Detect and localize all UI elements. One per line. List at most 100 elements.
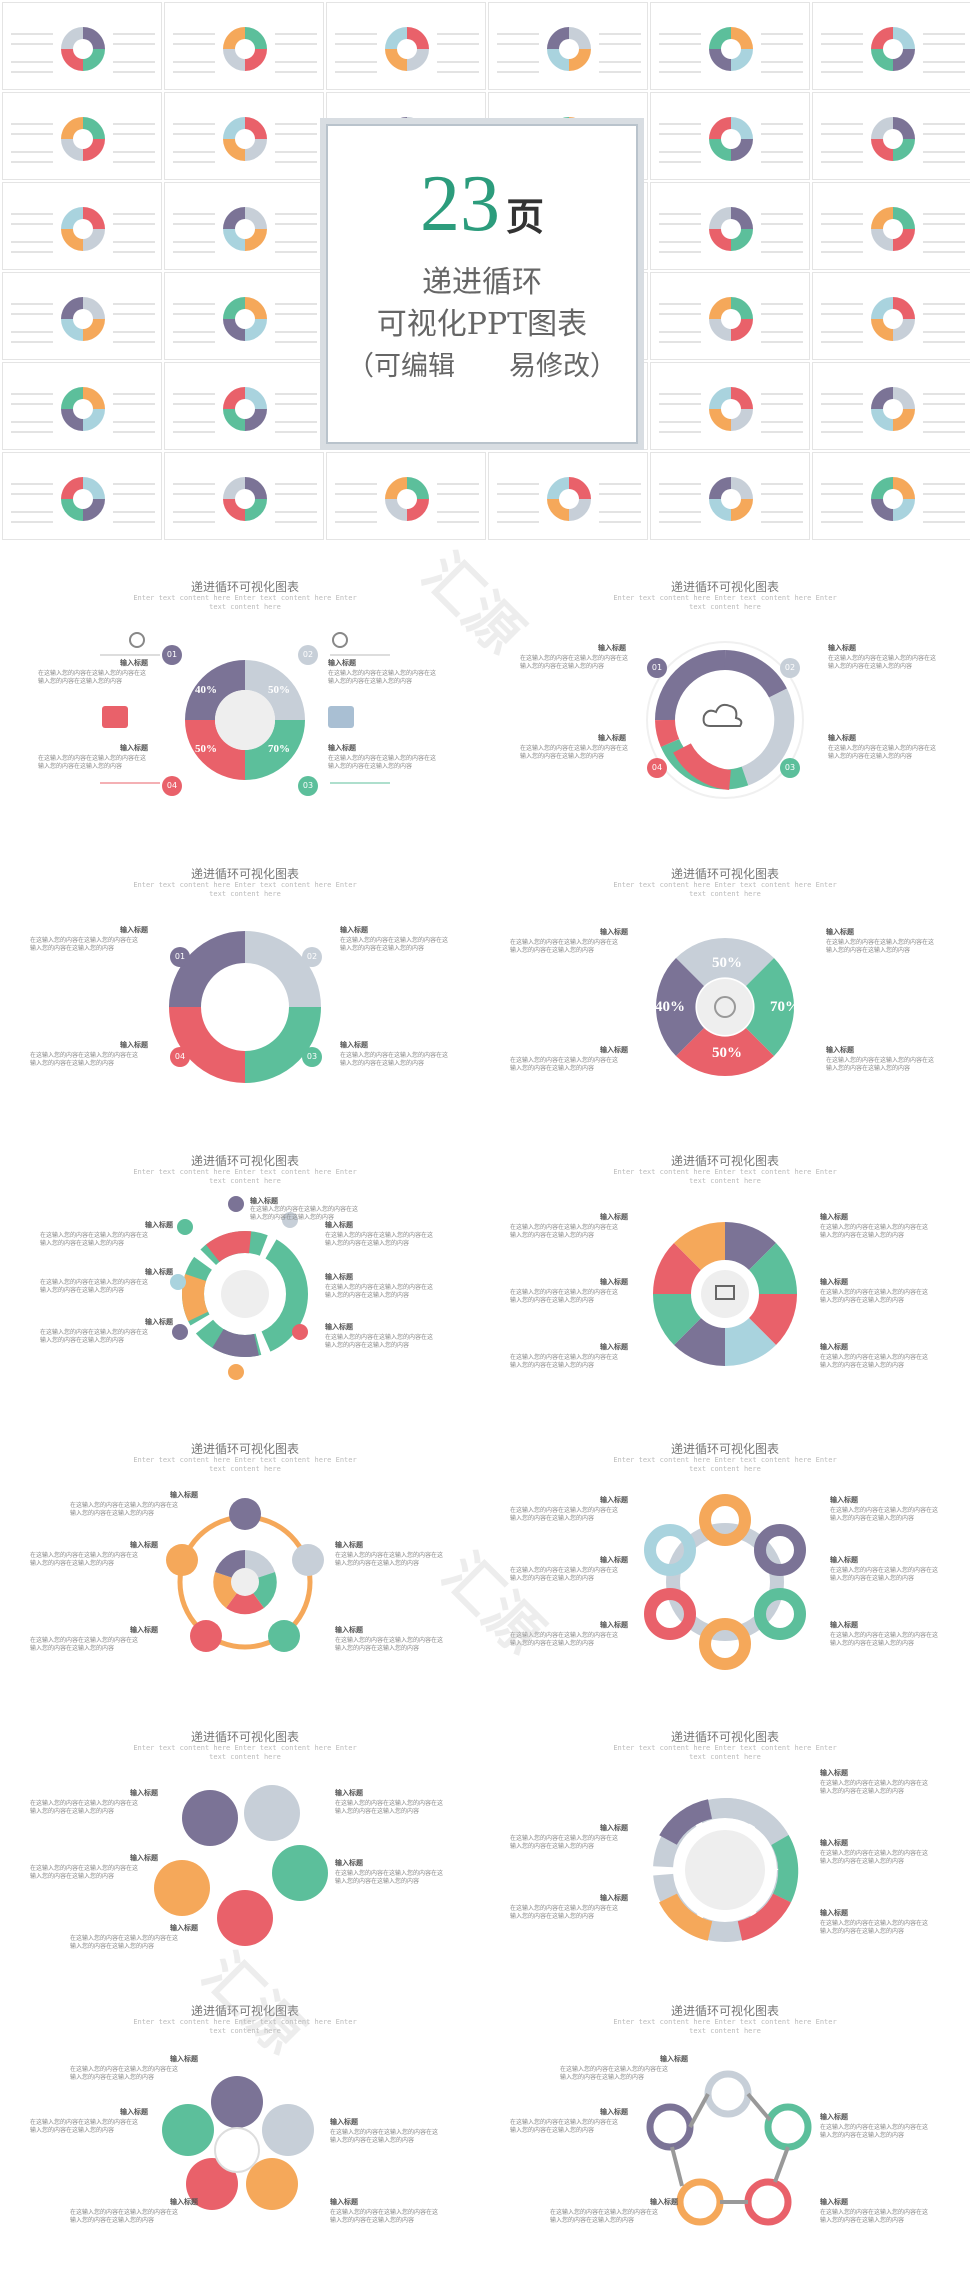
item-title: 输入标题 (826, 1046, 854, 1054)
item-text: 在这输入您的内容在这输入您的内容在这输入您的内容在这输入您的内容 (30, 1552, 139, 1567)
thumbnail-text-line (437, 71, 479, 73)
thumbnail-text-line (173, 313, 215, 315)
item-title: 输入标题 (250, 1197, 278, 1205)
thumbnail-text-line (275, 341, 317, 343)
thumbnail-text-line (659, 403, 701, 405)
thumbnail-text-line (821, 151, 863, 153)
thumbnail-text-line (821, 341, 863, 343)
thumbnail-text-line (275, 133, 317, 135)
item-text: 在这输入您的内容在这输入您的内容在这输入您的内容在这输入您的内容 (335, 1552, 444, 1567)
thumbnail-text-line (599, 61, 641, 63)
thumbnail-text-line (923, 161, 965, 163)
thumbnail-text-line (173, 61, 215, 63)
thumbnail-text-line (275, 151, 317, 153)
item-title: 输入标题 (335, 1541, 363, 1549)
slide-thumbnail (326, 2, 486, 90)
item-title: 输入标题 (820, 1213, 848, 1221)
slide-thumbnail (812, 92, 970, 180)
bubble-flower-graphic (162, 2076, 314, 2210)
thumbnail-text-line (173, 493, 215, 495)
thumbnail-text-line (599, 483, 641, 485)
thumbnail-text-line (173, 331, 215, 333)
thumbnail-text-line (659, 223, 701, 225)
thumbnail-text-line (761, 313, 803, 315)
slide-title: 递进循环可视化图表 (670, 2004, 779, 2018)
item-title: 输入标题 (340, 926, 368, 934)
thumbnail-text-line (659, 331, 701, 333)
item-title: 输入标题 (120, 744, 148, 752)
step-number: 03 (298, 776, 318, 796)
thumbnail-text-line (761, 483, 803, 485)
item-title: 输入标题 (600, 1213, 628, 1221)
thumbnail-text-line (659, 61, 701, 63)
slide-title: 递进循环可视化图表 (190, 1154, 299, 1168)
slide-thumbnail (650, 182, 810, 270)
thumbnail-text-line (335, 493, 377, 495)
thumbnail-text-line (923, 123, 965, 125)
slide-thumbnail (812, 452, 970, 540)
item-text: 在这输入您的内容在这输入您的内容在这输入您的内容在这输入您的内容 (335, 1800, 444, 1815)
thumbnail-text-line (275, 331, 317, 333)
item-title: 输入标题 (820, 2113, 848, 2121)
thumbnail-text-line (659, 431, 701, 433)
thumbnail-text-line (599, 71, 641, 73)
item-title: 输入标题 (826, 928, 854, 936)
item-title: 输入标题 (650, 2198, 678, 2206)
thumbnail-text-line (659, 421, 701, 423)
thumbnail-text-line (11, 133, 53, 135)
thumbnail-ring-center (883, 39, 903, 59)
petal-ring-graphic (652, 1221, 798, 1367)
cover-line-1: 递进循环 (422, 265, 542, 300)
slide-thumbnail (488, 2, 648, 90)
item-title: 输入标题 (600, 1343, 628, 1351)
thumbnail-text-line (821, 403, 863, 405)
slide-title: 递进循环可视化图表 (190, 867, 299, 881)
thumbnail-text-line (113, 161, 155, 163)
thumbnail-ring-center (721, 399, 741, 419)
slide-thumbnail (326, 452, 486, 540)
item-text: 在这输入您的内容在这输入您的内容在这输入您的内容在这输入您的内容 (340, 1052, 449, 1067)
slide-subtitle: Enter text content here Enter text conte… (613, 1456, 837, 1473)
item-text: 在这输入您的内容在这输入您的内容在这输入您的内容在这输入您的内容 (30, 1637, 139, 1652)
step-number: 01 (170, 947, 190, 967)
thumbnail-ring-center (235, 129, 255, 149)
thumbnail-text-line (173, 123, 215, 125)
thumbnail-text-line (497, 43, 539, 45)
thumbnail-text-line (761, 421, 803, 423)
arrow-cycle-graphic (166, 1498, 324, 1652)
slide-subtitle: Enter text content here Enter text conte… (133, 1168, 357, 1185)
thumbnail-text-line (923, 331, 965, 333)
thumbnail-text-line (335, 33, 377, 35)
slide-thumbnail (812, 272, 970, 360)
cover-unit: 页 (505, 195, 544, 239)
step-number: 01 (162, 645, 182, 665)
thumbnail-text-line (497, 71, 539, 73)
thumbnail-text-line (275, 71, 317, 73)
item-title: 输入标题 (600, 1496, 628, 1504)
slide-head-ring: 递进循环可视化图表 Enter text content here Enter … (490, 1728, 960, 2003)
thumbnail-text-line (173, 241, 215, 243)
thumbnail-text-line (11, 151, 53, 153)
thumbnail-text-line (761, 303, 803, 305)
item-text: 在这输入您的内容在这输入您的内容在这输入您的内容在这输入您的内容 (510, 2119, 619, 2134)
item-text: 在这输入您的内容在这输入您的内容在这输入您的内容在这输入您的内容 (510, 1224, 619, 1239)
thumbnail-text-line (275, 33, 317, 35)
thumbnail-text-line (335, 43, 377, 45)
item-text: 在这输入您的内容在这输入您的内容在这输入您的内容在这输入您的内容 (830, 1567, 939, 1582)
thumbnail-text-line (437, 43, 479, 45)
thumbnail-text-line (11, 161, 53, 163)
thumbnail-text-line (923, 33, 965, 35)
thumbnail-text-line (659, 303, 701, 305)
item-title: 输入标题 (820, 1909, 848, 1917)
thumbnail-ring-center (883, 219, 903, 239)
thumbnail-text-line (821, 521, 863, 523)
thumbnail-ring-center (721, 489, 741, 509)
item-text: 在这输入您的内容在这输入您的内容在这输入您的内容在这输入您的内容 (550, 2209, 659, 2224)
item-text: 在这输入您的内容在这输入您的内容在这输入您的内容在这输入您的内容 (38, 670, 147, 685)
slide-puzzle-ring: 递进循环可视化图表 Enter text content here Enter … (10, 865, 480, 1140)
thumbnail-text-line (497, 521, 539, 523)
puzzle-ring-graphic (169, 931, 321, 1083)
thumbnail-text-line (173, 521, 215, 523)
thumbnail-text-line (761, 241, 803, 243)
